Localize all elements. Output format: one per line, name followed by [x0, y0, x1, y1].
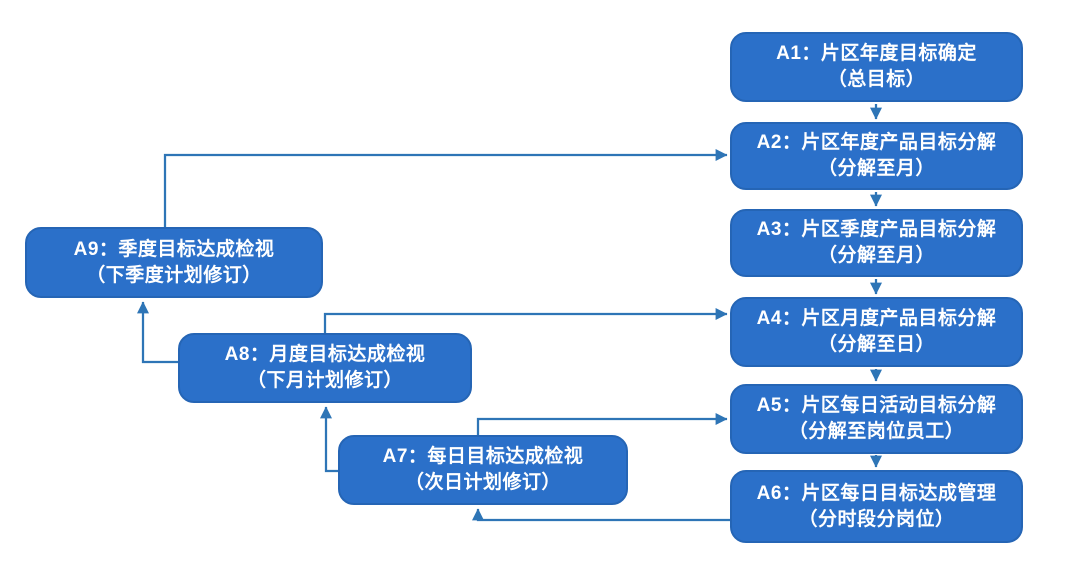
- node-a9: A9：季度目标达成检视 （下季度计划修订）: [25, 227, 323, 298]
- connector-a9-a2: [163, 149, 728, 227]
- connector-a7-a8: [320, 406, 338, 473]
- node-a3-line1: A3：片区季度产品目标分解: [756, 219, 997, 240]
- node-a9-line1: A9：季度目标达成检视: [73, 238, 275, 260]
- node-a1-line2: （总目标）: [827, 69, 926, 90]
- node-a9-line2: （下季度计划修订）: [86, 264, 262, 286]
- node-a7: A7：每日目标达成检视 （次日计划修订）: [338, 435, 628, 505]
- node-a2-line1: A2：片区年度产品目标分解: [756, 132, 997, 153]
- connector-a7-a5: [476, 413, 728, 435]
- node-a1-line1: A1：片区年度目标确定: [776, 43, 977, 64]
- node-a4: A4：片区月度产品目标分解 （分解至日）: [730, 297, 1023, 367]
- node-a3: A3：片区季度产品目标分解 （分解至月）: [730, 209, 1023, 277]
- node-a2-line2: （分解至月）: [817, 158, 935, 179]
- node-a8-line1: A8：月度目标达成检视: [224, 344, 426, 365]
- node-a6-line2: （分时段分岗位）: [798, 508, 955, 530]
- node-a5: A5：片区每日活动目标分解 （分解至岗位员工）: [730, 384, 1023, 454]
- node-a4-line1: A4：片区月度产品目标分解: [756, 308, 997, 329]
- node-a8-line2: （下月计划修订）: [246, 370, 403, 391]
- connector-a8-a9: [137, 301, 178, 364]
- connector-a6-a7: [472, 508, 731, 522]
- node-a6: A6：片区每日目标达成管理 （分时段分岗位）: [730, 470, 1023, 543]
- node-a8: A8：月度目标达成检视 （下月计划修订）: [178, 333, 472, 403]
- connector-a8-a4: [323, 308, 728, 333]
- node-a1: A1：片区年度目标确定 （总目标）: [730, 32, 1023, 102]
- node-a5-line2: （分解至岗位员工）: [788, 421, 965, 442]
- node-a7-line1: A7：每日目标达成检视: [382, 446, 584, 467]
- node-a7-line2: （次日计划修订）: [404, 472, 561, 493]
- node-a3-line2: （分解至月）: [817, 245, 935, 266]
- node-a5-line1: A5：片区每日活动目标分解: [756, 395, 997, 416]
- node-a6-line1: A6：片区每日目标达成管理: [756, 482, 997, 504]
- node-a2: A2：片区年度产品目标分解 （分解至月）: [730, 122, 1023, 190]
- node-a4-line2: （分解至日）: [817, 334, 935, 355]
